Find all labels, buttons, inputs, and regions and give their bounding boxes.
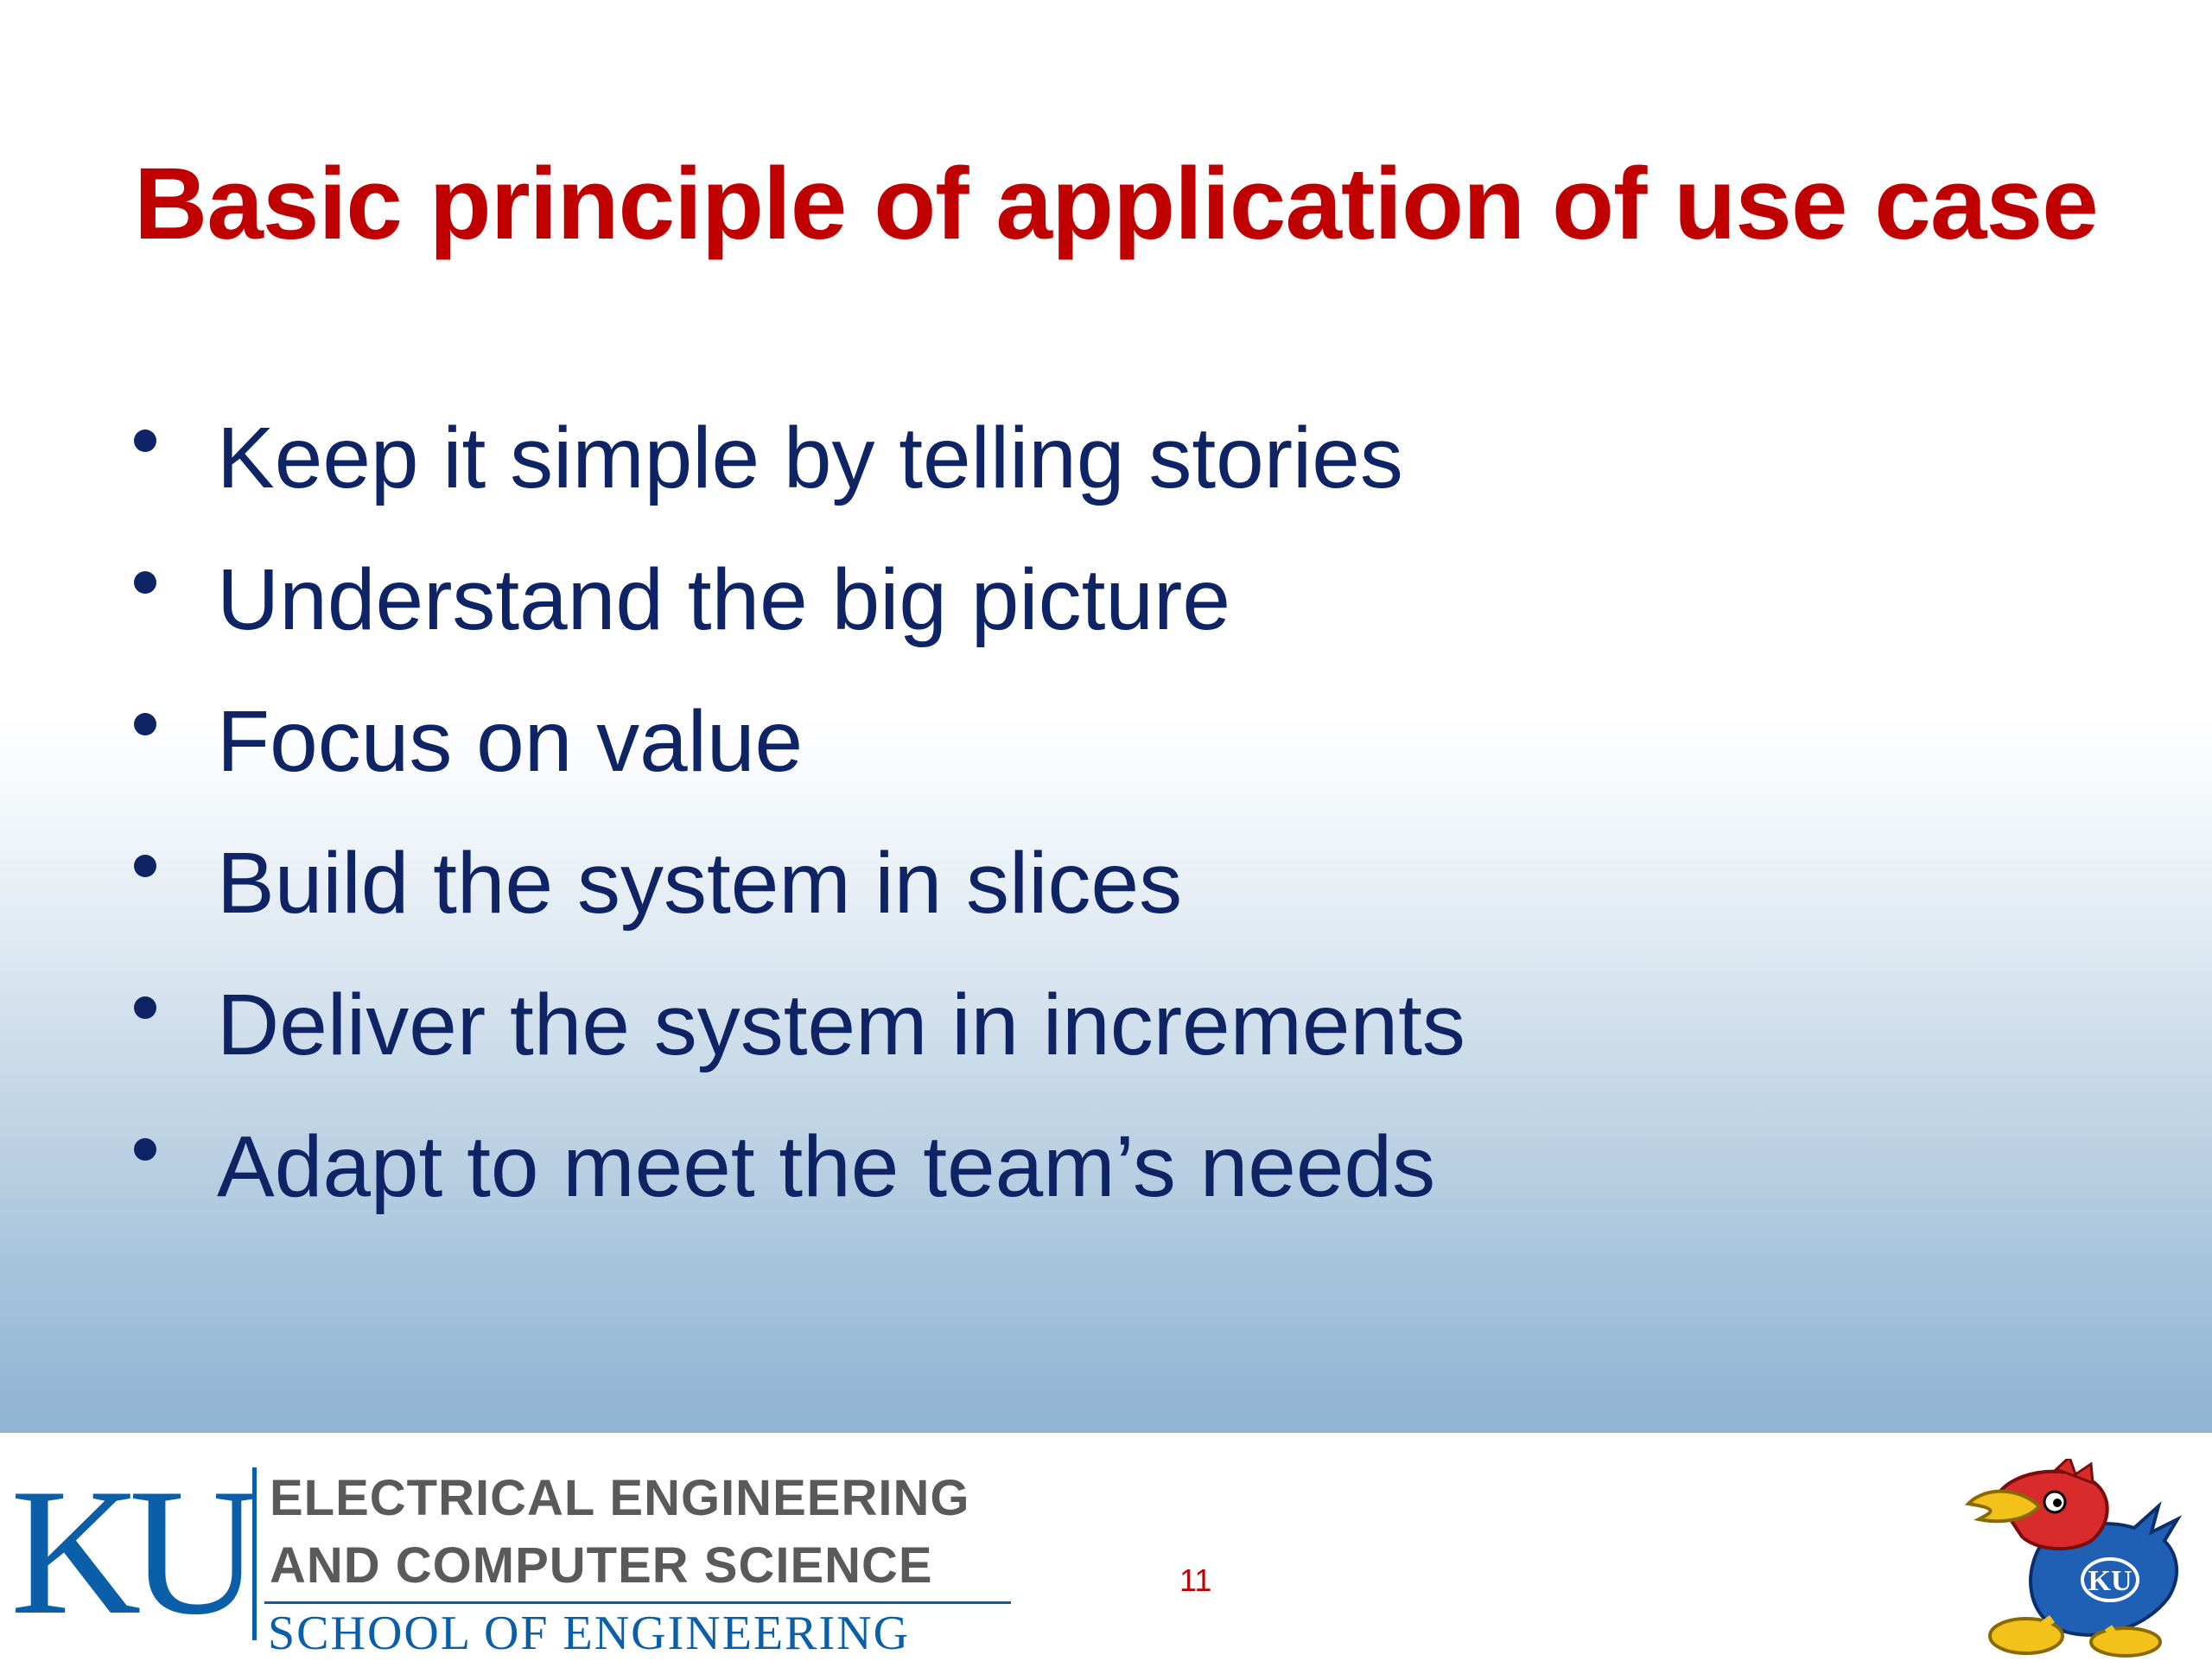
department-line-1: ELECTRICAL ENGINEERING bbox=[270, 1470, 970, 1526]
school-name: SCHOOL OF ENGINEERING bbox=[268, 1607, 911, 1660]
bullet-text: Adapt to meet the team’s needs bbox=[217, 1118, 1436, 1215]
department-line-2: AND COMPUTER SCIENCE bbox=[270, 1537, 933, 1594]
bullet-dot bbox=[134, 571, 156, 594]
slide-title: Basic principle of application of use ca… bbox=[134, 147, 2099, 261]
logo-divider bbox=[252, 1467, 257, 1640]
bullet-text: Build the system in slices bbox=[217, 835, 1183, 932]
slide-body: Basic principle of application of use ca… bbox=[0, 0, 2212, 1433]
bullet-text: Deliver the system in increments bbox=[217, 977, 1465, 1073]
bullet-dot bbox=[134, 855, 156, 877]
department-underline bbox=[264, 1601, 1011, 1604]
bullet-dot bbox=[134, 996, 156, 1019]
jayhawk-mascot-icon: KU bbox=[1964, 1459, 2183, 1658]
mascot-badge-text: KU bbox=[2088, 1565, 2133, 1597]
bullet-text: Keep it simple by telling stories bbox=[217, 410, 1403, 506]
ku-logo: KU bbox=[10, 1452, 260, 1652]
bullet-dot bbox=[134, 713, 156, 735]
page-number: 11 bbox=[1179, 1562, 1212, 1598]
bullet-text: Focus on value bbox=[217, 693, 804, 790]
bullet-dot bbox=[134, 1138, 156, 1161]
bullet-text: Understand the big picture bbox=[217, 551, 1230, 648]
slide-footer: KU ELECTRICAL ENGINEERING AND COMPUTER S… bbox=[0, 1433, 2212, 1660]
bullet-dot bbox=[134, 430, 156, 452]
